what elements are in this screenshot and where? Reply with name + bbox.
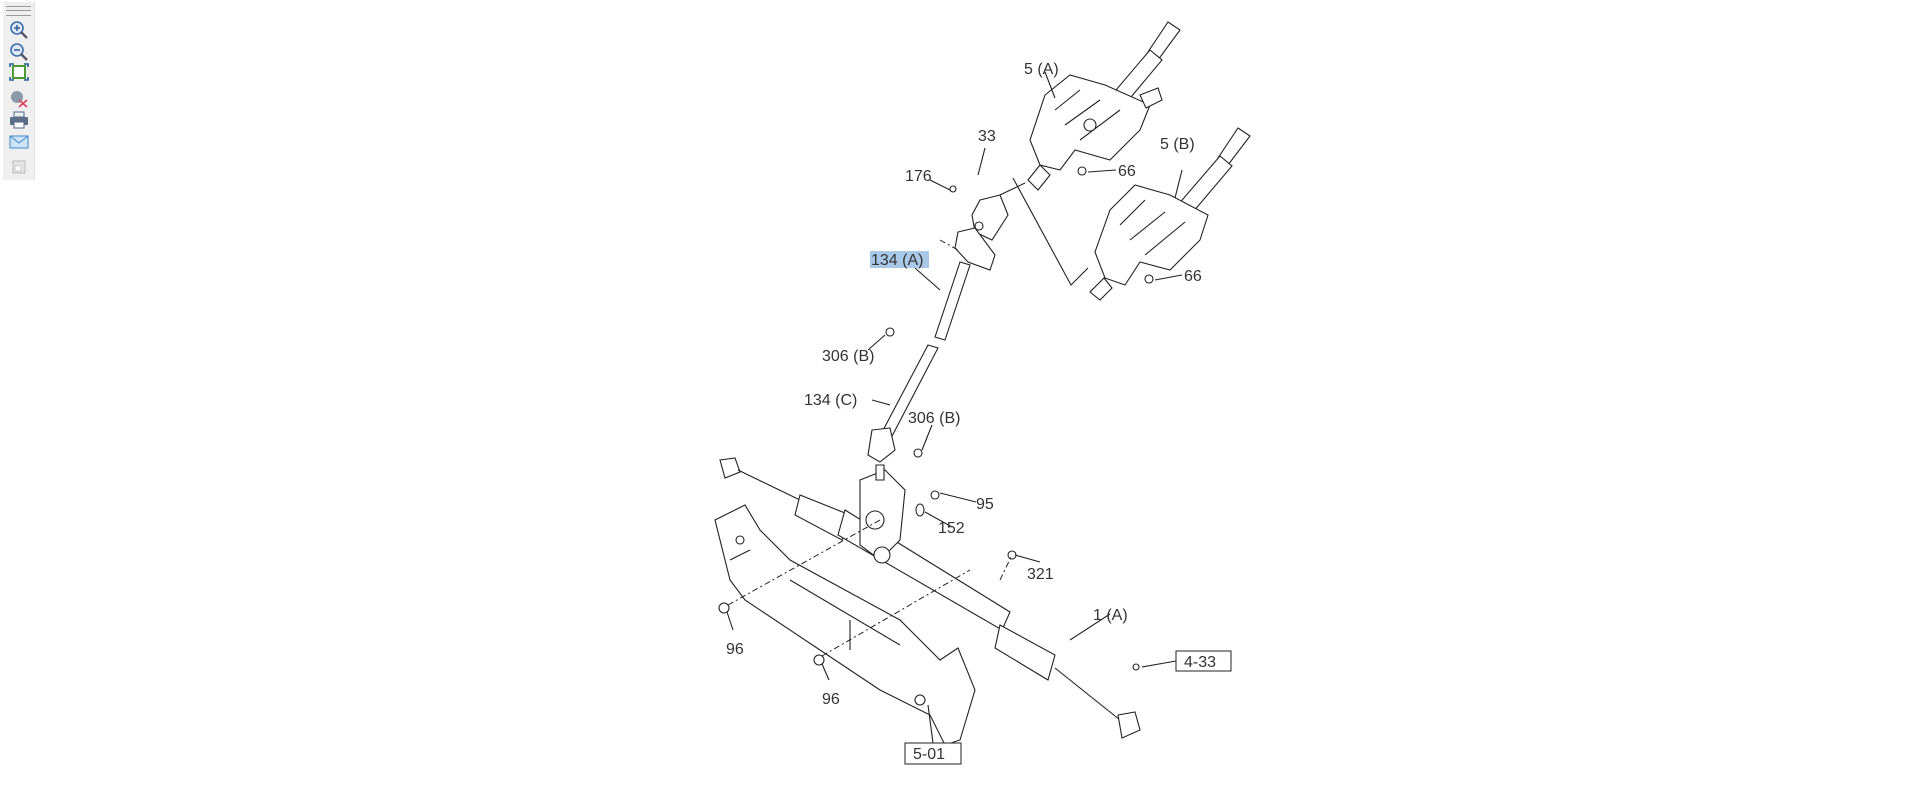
window-icon	[12, 160, 26, 174]
reference-5-01-label: 5-01	[913, 746, 945, 763]
fit-to-window-button[interactable]	[8, 62, 30, 82]
callout-96-lower[interactable]: 96	[822, 691, 840, 708]
callout-96-left[interactable]: 96	[726, 641, 744, 658]
callout-306b-lower[interactable]: 306 (B)	[908, 410, 960, 427]
zoom-out-icon	[10, 43, 28, 61]
intermediate-shaft-134a[interactable]	[934, 182, 1026, 341]
callout-176[interactable]: 176	[905, 168, 932, 185]
zoom-in-button[interactable]	[8, 20, 30, 40]
callout-134c[interactable]: 134 (C)	[804, 392, 857, 409]
callout-5a[interactable]: 5 (A)	[1024, 61, 1059, 78]
fit-to-window-icon	[9, 63, 29, 81]
callout-152[interactable]: 152	[938, 520, 965, 537]
zoom-out-button[interactable]	[8, 42, 30, 62]
print-icon	[10, 111, 28, 129]
steering-gear-1a[interactable]	[719, 457, 1141, 739]
callout-33[interactable]: 33	[978, 128, 996, 145]
steering-column-5b[interactable]	[1089, 127, 1251, 301]
zoom-in-icon	[10, 21, 28, 39]
hardware	[718, 166, 1154, 671]
viewer-toolbar	[3, 2, 35, 180]
crossmember	[714, 504, 976, 746]
callout-66-upper[interactable]: 66	[1118, 163, 1136, 180]
print-button[interactable]	[8, 110, 30, 130]
new-window-button[interactable]	[8, 157, 30, 177]
toolbar-drag-handle[interactable]	[6, 6, 31, 16]
reference-5-01[interactable]: 5-01	[904, 742, 962, 765]
callout-321[interactable]: 321	[1027, 566, 1054, 583]
callout-306b-upper[interactable]: 306 (B)	[822, 348, 874, 365]
reference-4-33-label: 4-33	[1184, 654, 1216, 671]
reference-4-33[interactable]: 4-33	[1175, 650, 1232, 672]
steering-column-5a[interactable]	[1027, 21, 1181, 191]
callout-66-lower[interactable]: 66	[1184, 268, 1202, 285]
callout-95[interactable]: 95	[976, 496, 994, 513]
email-icon	[9, 135, 29, 149]
shaft-134c[interactable]	[867, 344, 939, 463]
clear-selection-icon	[11, 91, 28, 108]
callout-5b[interactable]: 5 (B)	[1160, 136, 1195, 153]
callout-134a-highlight	[870, 251, 929, 268]
leader-lines	[726, 71, 1183, 744]
callout-134a[interactable]: 134 (A)	[871, 252, 923, 269]
email-button[interactable]	[8, 132, 30, 152]
callout-1a[interactable]: 1 (A)	[1093, 607, 1128, 624]
clear-selection-button[interactable]	[8, 89, 30, 109]
